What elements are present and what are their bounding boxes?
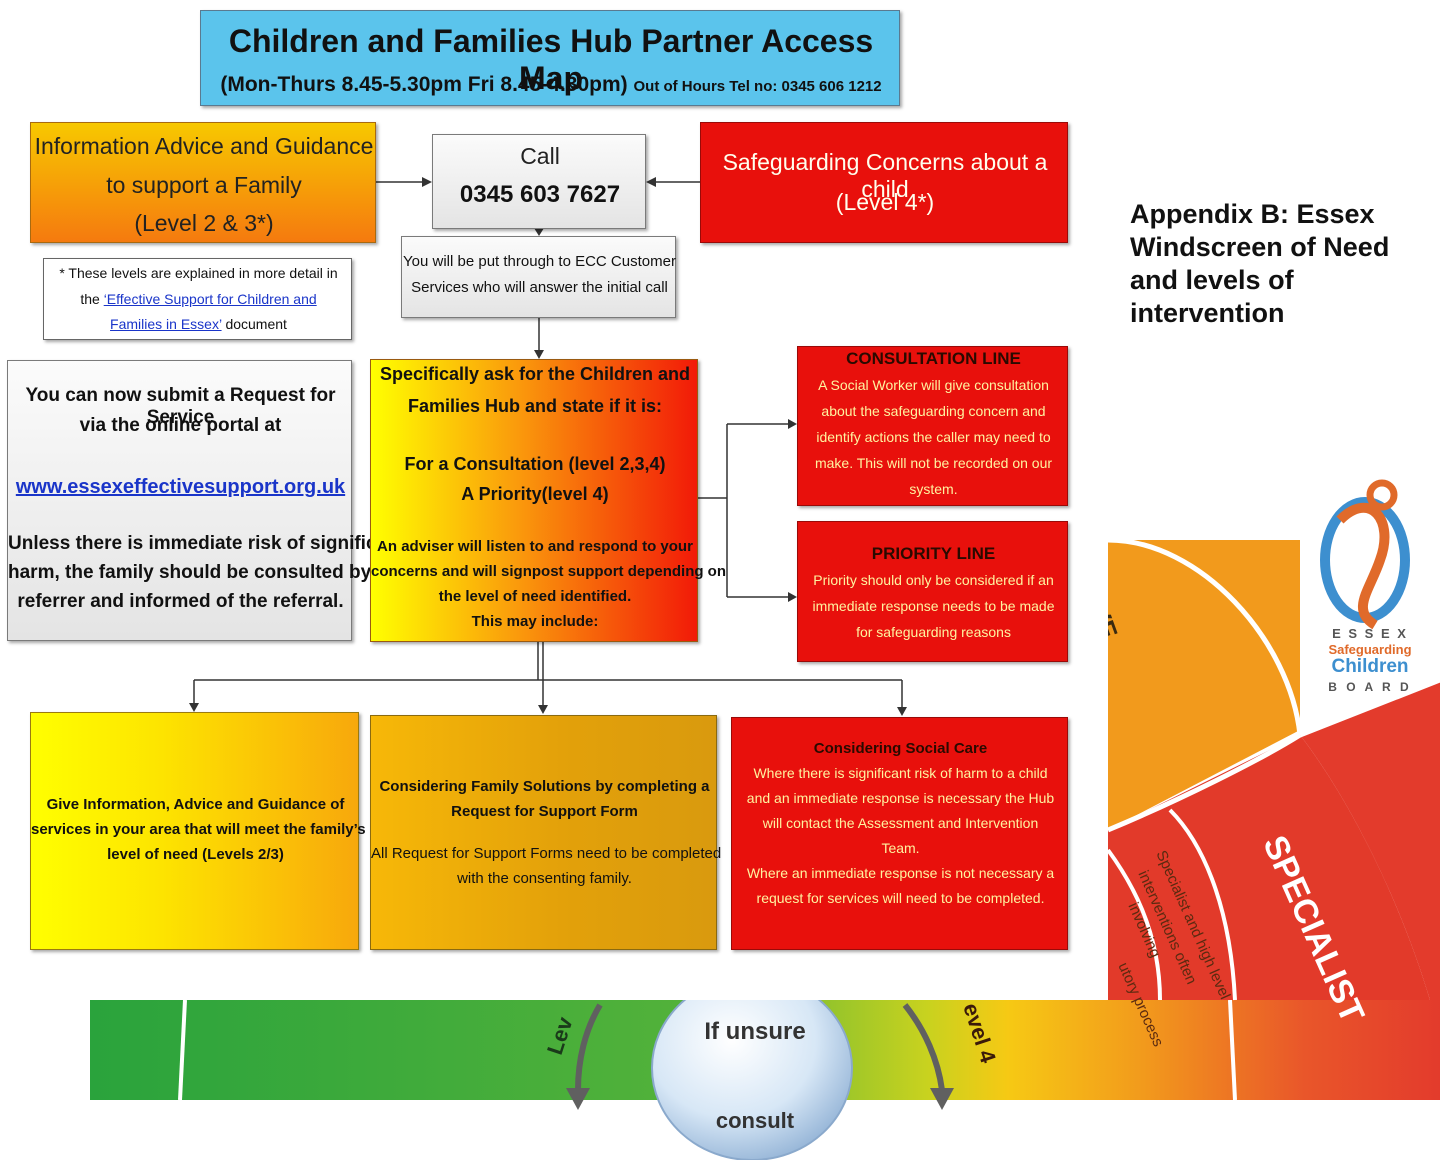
logo-text-board: B O A R D [1328,680,1412,694]
family-line-4: with the consenting family. [457,870,632,887]
unsure-line-2: consult [715,1108,795,1133]
social-line-5: Where an immediate response is not neces… [746,865,1055,881]
social-care-box: Considering Social Care Where there is s… [731,717,1068,950]
red-sector [1108,735,1430,1000]
portal-line-1: You can now submit a Request for Service [25,385,336,428]
portal-url-link[interactable]: www.essexeffectivesupport.org.uk [15,476,346,498]
orange-sector [1108,540,1300,830]
social-line-4: Team. [881,840,920,856]
note-suffix: document [221,316,287,332]
family-line-3: All Request for Support Forms need to be… [371,845,722,862]
info-line-1: Give Information, Advice and Guidance of [46,796,345,813]
note-line-2: the ‘Effective Support for Children and [44,291,353,307]
appendix-line-1: Appendix B: Essex [1130,199,1375,229]
info-line-3: level of need (Levels 2/3) [107,846,284,863]
priority-title: PRIORITY LINE [871,544,996,563]
consultation-line-3: identify actions the caller may need to [816,429,1051,445]
priority-line-1: Priority should only be considered if an [813,572,1054,588]
social-line-2: and an immediate response is necessary t… [746,790,1055,806]
levels-note-box: * These levels are explained in more det… [43,258,352,340]
iag-line-3: (Level 2 & 3*) [134,210,274,236]
hours-text: (Mon-Thurs 8.45-5.30pm Fri 8.45-4.30pm) [220,73,628,96]
call-box: Call 0345 603 7627 [432,134,646,229]
unsure-line-1: If unsure [704,1018,806,1045]
logo-text-children: Children [1331,656,1409,677]
note-the: the [80,291,104,307]
call-label: Call [520,143,560,169]
note-line-1: * These levels are explained in more det… [59,265,338,281]
hub-request-box: Specifically ask for the Children and Fa… [370,359,727,642]
consultation-line-1: A Social Worker will give consultation [818,377,1049,393]
portal-line-4: harm, the family should be consulted by … [8,562,405,583]
ecc-line-2: Services who will answer the initial cal… [411,279,668,296]
give-information-box: Give Information, Advice and Guidance of… [30,712,366,950]
consultation-line-5: system. [909,481,958,497]
appendix-line-4: intervention [1130,298,1285,328]
social-line-1: Where there is significant risk of harm … [753,765,1048,781]
family-line-1: Considering Family Solutions by completi… [379,778,710,795]
ecc-line-1: You will be put through to ECC Customer [403,253,676,270]
safeguarding-concerns-box: Safeguarding Concerns about a child (Lev… [700,122,1068,243]
appendix-line-2: Windscreen of Need [1130,232,1390,262]
effective-support-link-cont[interactable]: Families in Essex’ [110,316,222,332]
portal-line-2: via the online portal at [79,415,282,436]
hub-line-7: the level of need identified. [438,588,632,605]
social-line-6: request for services will need to be com… [756,890,1045,906]
hub-line-1: Specifically ask for the Children and [379,364,691,384]
hub-line-3: For a Consultation (level 2,3,4) [404,454,666,474]
online-portal-box: You can now submit a Request for Service… [7,360,406,641]
ecc-customer-services-box: You will be put through to ECC Customer … [401,236,676,318]
flow-connectors [189,177,907,716]
title-box: Children and Families Hub Partner Access… [200,10,900,106]
consultation-line-4: make. This will not be recorded on our [814,455,1053,471]
call-number[interactable]: 0345 603 7627 [459,181,621,208]
out-of-hours-text: Out of Hours Tel no: 0345 606 1212 [633,78,882,95]
appendix-line-3: and levels of [1130,265,1294,295]
iag-line-2: to support a Family [106,172,302,198]
iag-line-1: Information Advice and Guidance [34,133,374,159]
portal-line-5: referrer and informed of the referral. [17,591,344,612]
priority-line-3: for safeguarding reasons [856,624,1011,640]
effective-support-link[interactable]: ‘Effective Support for Children and [103,291,317,307]
hub-line-4: A Priority(level 4) [461,484,609,504]
hub-line-6: concerns and will signpost support depen… [371,563,727,580]
portal-line-3: Unless there is immediate risk of signif… [8,533,406,554]
safeguarding-line-2: (Level 4*) [835,189,935,215]
hub-line-5: An adviser will listen to and respond to… [377,538,693,555]
hub-line-8: This may include: [471,613,599,630]
hub-line-2: Families Hub and state if it is: [407,396,663,416]
family-solutions-box: Considering Family Solutions by completi… [370,715,722,950]
essex-board-logo [1320,479,1410,630]
info-line-2: services in your area that will meet the… [31,821,366,838]
priority-line-2: immediate response needs to be made [812,598,1055,614]
social-title: Considering Social Care [813,740,988,757]
consultation-line-2: about the safeguarding concern and [821,403,1046,419]
consultation-line-box: CONSULTATION LINE A Social Worker will g… [797,346,1068,506]
logo-text-safeguarding: Safeguarding [1328,642,1412,657]
appendix-heading: Appendix B: Essex Windscreen of Need and… [1130,198,1440,330]
safeguarding-line-1: Safeguarding Concerns about a child [722,149,1048,202]
social-line-3: will contact the Assessment and Interven… [762,815,1039,831]
logo-text-essex: E S S E X [1332,626,1408,641]
note-line-3: Families in Essex’ document [44,316,353,332]
hours-line: (Mon-Thurs 8.45-5.30pm Fri 8.45-4.30pm) … [201,73,901,97]
page-title: Children and Families Hub Partner Access… [228,23,874,96]
family-line-2: Request for Support Form [451,803,638,820]
information-advice-box: Information Advice and Guidance to suppo… [30,122,376,243]
consultation-title: CONSULTATION LINE [846,349,1021,368]
priority-line-box: PRIORITY LINE Priority should only be co… [797,521,1068,662]
